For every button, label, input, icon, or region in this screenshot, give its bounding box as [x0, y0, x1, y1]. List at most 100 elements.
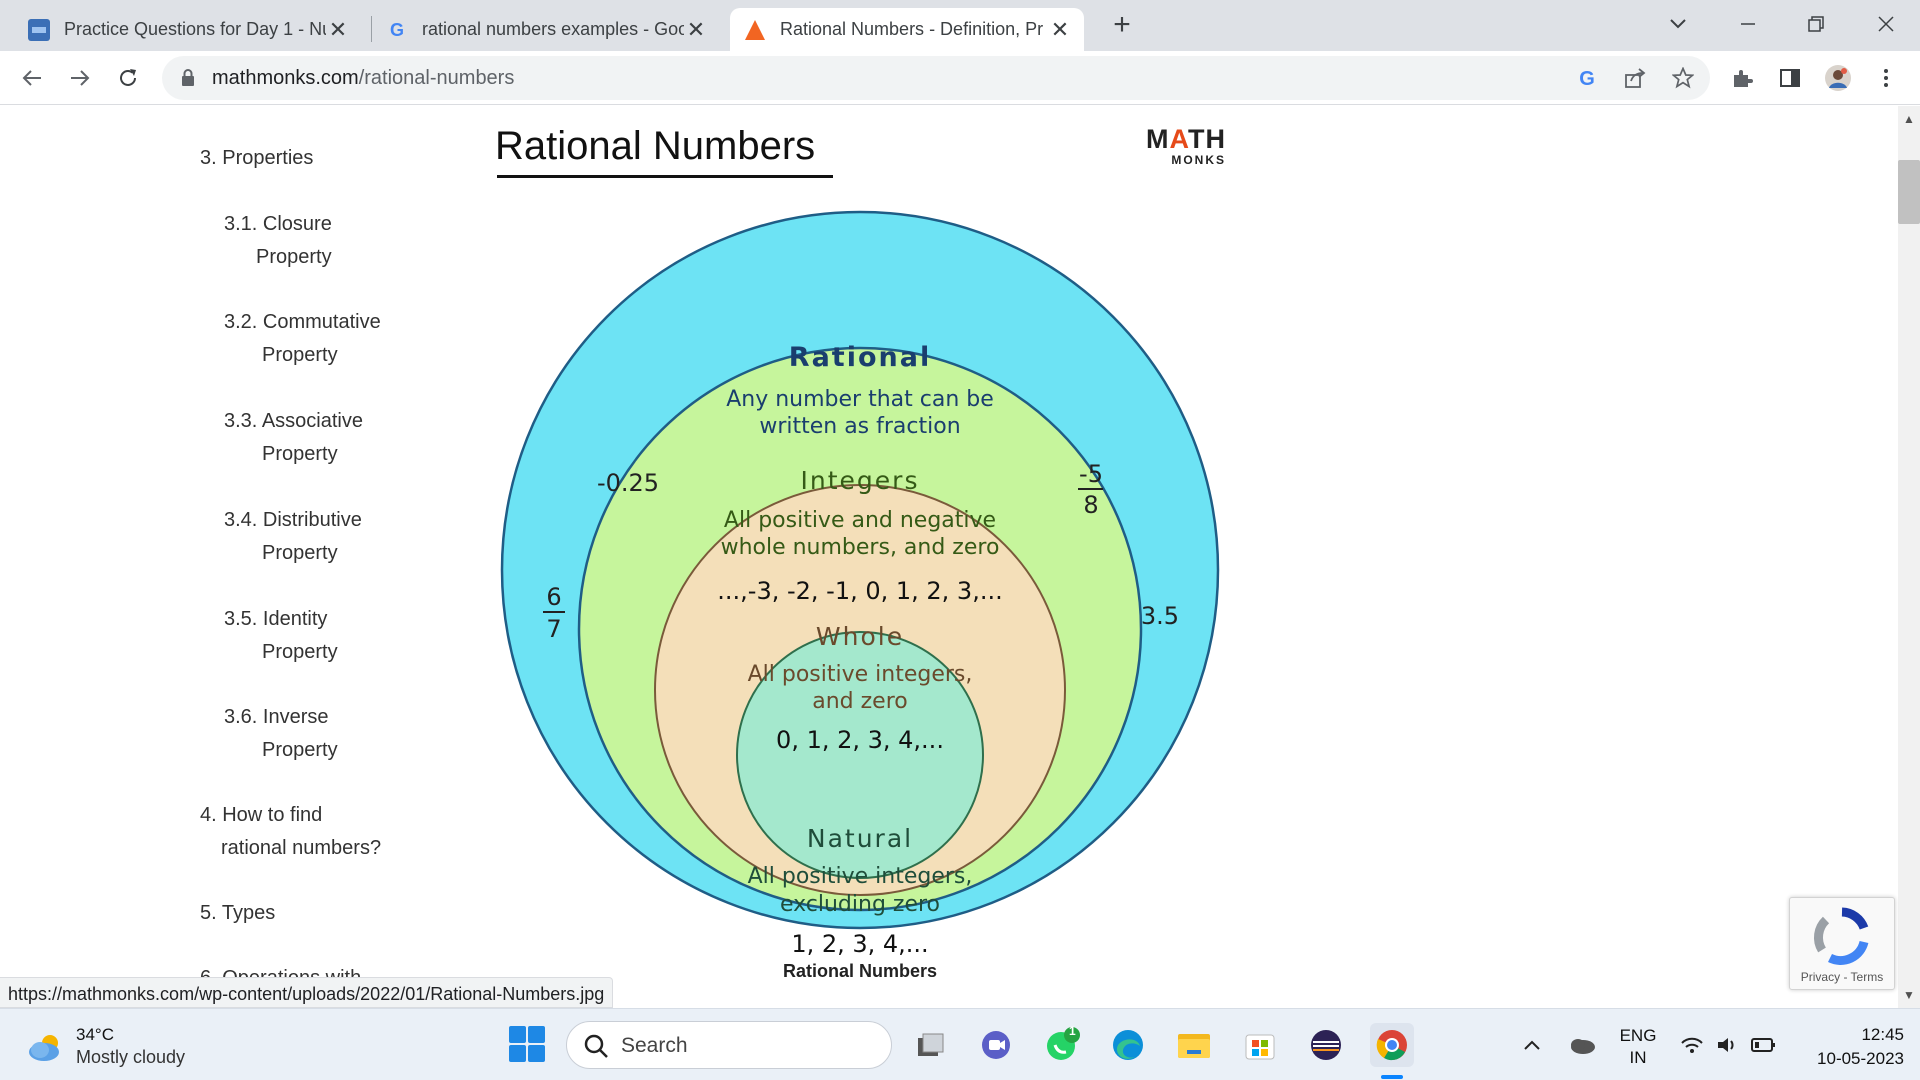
toc-item-label: 3.4. Distributive — [224, 509, 362, 531]
minimize-icon[interactable] — [1728, 6, 1768, 42]
taskbar-search-box[interactable]: Search — [566, 1021, 892, 1069]
toc-item-closure[interactable]: 3.1. Closure Property — [224, 208, 332, 274]
tab-separator — [371, 16, 372, 42]
bookmark-star-icon[interactable] — [1670, 65, 1696, 91]
file-explorer-icon[interactable] — [1172, 1023, 1216, 1067]
tab-strip: Practice Questions for Day 1 - Nu ✕ G ra… — [0, 0, 1920, 51]
toc-item-types[interactable]: 5. Types — [200, 897, 275, 930]
tab-search-icon[interactable] — [1658, 6, 1698, 42]
new-tab-button[interactable]: + — [1113, 8, 1131, 41]
windows-start-icon[interactable] — [508, 1025, 546, 1063]
table-of-contents: 3. Properties 3.1. Closure Property 3.2.… — [0, 106, 440, 1008]
close-tab-icon[interactable]: ✕ — [328, 16, 348, 42]
figure-caption: Rational Numbers — [782, 961, 938, 981]
close-window-icon[interactable] — [1866, 6, 1906, 42]
battery-icon[interactable] — [1746, 1023, 1782, 1067]
toc-item-label: Property — [262, 344, 338, 366]
toc-item-how-to-find[interactable]: 4. How to find rational numbers? — [200, 799, 381, 865]
toc-item-label: 3.3. Associative — [224, 410, 363, 432]
close-tab-icon[interactable]: ✕ — [686, 16, 706, 42]
eclipse-ide-icon[interactable] — [1304, 1023, 1348, 1067]
scroll-down-arrow-icon[interactable]: ▼ — [1903, 988, 1915, 1002]
microsoft-store-icon[interactable] — [1238, 1023, 1282, 1067]
menu-kebab-icon[interactable] — [1872, 64, 1900, 92]
close-tab-icon[interactable]: ✕ — [1050, 16, 1070, 42]
natural-desc-line2: excluding zero — [780, 892, 940, 917]
share-icon[interactable] — [1622, 65, 1648, 91]
toc-item-distributive[interactable]: 3.4. Distributive Property — [224, 504, 362, 570]
status-bar-url: https://mathmonks.com/wp-content/uploads… — [0, 977, 614, 1008]
forward-arrow-icon[interactable] — [62, 60, 98, 96]
rational-example-fraction-numerator: 6 — [546, 583, 561, 611]
search-icon — [584, 1034, 608, 1058]
tab-rational-numbers[interactable]: Rational Numbers - Definition, Pr ✕ — [730, 8, 1084, 51]
active-app-indicator — [1381, 1075, 1403, 1079]
whole-desc-line2: and zero — [812, 689, 908, 714]
system-clock[interactable]: 12:45 10-05-2023 — [1800, 1023, 1904, 1071]
url-host: mathmonks.com — [212, 67, 359, 89]
rational-desc-line1: Any number that can be — [726, 387, 994, 412]
extensions-icon[interactable] — [1728, 64, 1756, 92]
rational-example-fraction-numerator: -5 — [1079, 460, 1103, 488]
whatsapp-icon[interactable]: 1 — [1040, 1023, 1084, 1067]
reload-icon[interactable] — [110, 60, 146, 96]
restore-icon[interactable] — [1796, 6, 1836, 42]
tab-title: rational numbers examples - Goo — [422, 19, 684, 39]
whole-desc-line1: All positive integers, — [748, 662, 973, 687]
toc-item-properties[interactable]: 3. Properties — [200, 142, 313, 175]
back-arrow-icon[interactable] — [14, 60, 50, 96]
scroll-up-arrow-icon[interactable]: ▲ — [1903, 112, 1915, 126]
recaptcha-icon — [1814, 907, 1869, 965]
toc-item-label: 3. Properties — [200, 147, 314, 169]
recaptcha-links[interactable]: Privacy - Terms — [1800, 970, 1884, 984]
logo-wordmark: MATH — [1146, 124, 1226, 154]
toc-item-identity[interactable]: 3.5. Identity Property — [224, 603, 338, 669]
tab-title: Practice Questions for Day 1 - Nu — [64, 19, 326, 39]
url-path: /rational-numbers — [358, 67, 515, 89]
toc-item-label: 3.1. Closure — [224, 213, 332, 235]
integers-heading: Integers — [801, 466, 920, 495]
svg-text:G: G — [1579, 68, 1595, 89]
side-panel-icon[interactable] — [1776, 64, 1804, 92]
toc-item-commutative[interactable]: 3.2. Commutative Property — [224, 306, 381, 372]
figure-title: Rational Numbers — [495, 124, 816, 168]
clock-time: 12:45 — [1861, 1025, 1904, 1044]
google-lens-icon[interactable]: G — [1574, 65, 1600, 91]
logo-subtitle: MONKS — [1171, 153, 1226, 167]
scrollbar-thumb[interactable] — [1898, 160, 1920, 224]
toc-item-associative[interactable]: 3.3. Associative Property — [224, 405, 363, 471]
task-view-icon[interactable] — [908, 1023, 952, 1067]
clock-date: 10-05-2023 — [1817, 1049, 1904, 1068]
toc-item-inverse[interactable]: 3.6. Inverse Property — [224, 701, 338, 767]
weather-widget[interactable]: 34°C Mostly cloudy — [26, 1023, 226, 1069]
whatsapp-badge: 1 — [1069, 1024, 1076, 1038]
google-icon: G — [386, 19, 408, 41]
integers-desc-line1: All positive and negative — [724, 508, 996, 533]
cloud-weather-icon — [29, 1035, 59, 1061]
chevron-up-icon[interactable] — [1510, 1023, 1554, 1067]
mathmonks-logo: MATH MONKS — [1146, 124, 1226, 168]
lms-icon — [28, 18, 50, 41]
recaptcha-badge[interactable]: Privacy - Terms — [1789, 897, 1895, 990]
integers-desc-line2: whole numbers, and zero — [721, 535, 1000, 560]
scrollbar-track[interactable] — [1898, 106, 1920, 1008]
natural-examples-layer: 1, 2, 3, 4,... — [791, 930, 928, 958]
volume-icon[interactable] — [1710, 1023, 1746, 1067]
toc-item-label: 3.6. Inverse — [224, 706, 329, 728]
input-language[interactable]: ENG IN — [1616, 1025, 1660, 1069]
onedrive-cloud-icon[interactable] — [1560, 1023, 1604, 1067]
rational-example-fraction-denominator: 7 — [546, 615, 561, 643]
edge-browser-icon[interactable] — [1106, 1023, 1150, 1067]
venn-diagram-image[interactable]: Rational Any number that can be written … — [490, 206, 1230, 946]
address-bar[interactable]: mathmonks.com/rational-numbers G — [162, 56, 1710, 100]
natural-desc-line1: All positive integers, — [748, 864, 973, 889]
tab-practice-questions[interactable]: Practice Questions for Day 1 - Nu ✕ — [14, 8, 362, 51]
teams-chat-icon[interactable] — [974, 1023, 1018, 1067]
tab-title: Rational Numbers - Definition, Pr — [780, 19, 1044, 39]
rational-example-decimal: -0.25 — [597, 469, 659, 497]
profile-avatar[interactable] — [1824, 64, 1852, 92]
tab-google-search[interactable]: G rational numbers examples - Goo ✕ — [372, 8, 720, 51]
svg-text:G: G — [390, 20, 404, 40]
chrome-browser-icon[interactable] — [1370, 1023, 1414, 1067]
wifi-icon[interactable] — [1674, 1023, 1710, 1067]
